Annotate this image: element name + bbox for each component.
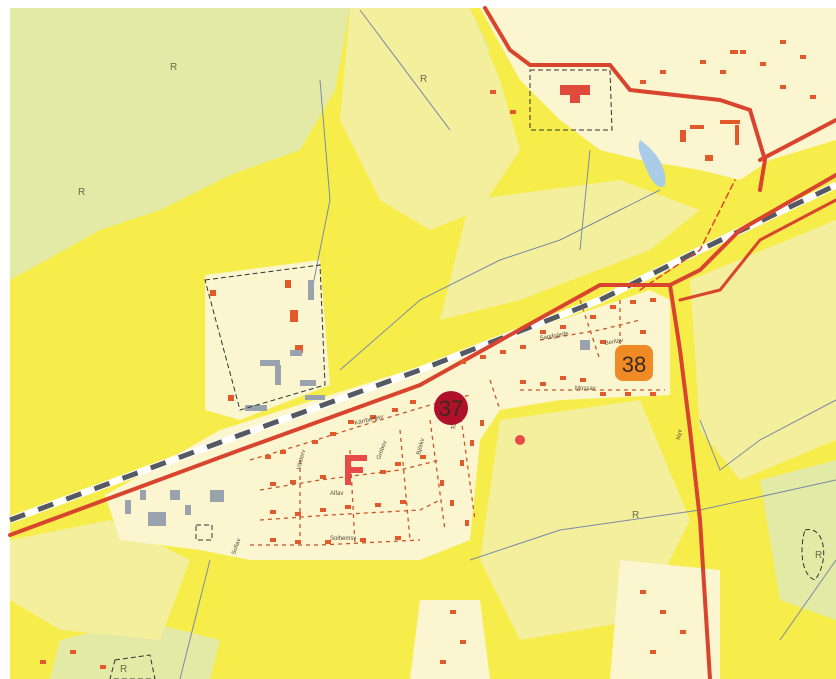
road-planned bbox=[639, 179, 736, 291]
field-patch-north bbox=[340, 8, 520, 230]
road-northeast bbox=[758, 118, 836, 162]
road-connector bbox=[678, 198, 836, 302]
forest-area-northwest bbox=[10, 8, 350, 280]
settlement-southeast bbox=[610, 560, 720, 679]
terrain-symbol: R bbox=[815, 550, 822, 561]
industrial-buildings bbox=[125, 280, 590, 526]
forest-area-southeast bbox=[760, 460, 836, 620]
marker-38[interactable]: 38 bbox=[615, 345, 653, 381]
settlement-main bbox=[105, 290, 670, 560]
street-label: Beritav bbox=[604, 338, 623, 347]
fence-outlines bbox=[109, 69, 825, 679]
pond bbox=[638, 140, 666, 188]
marker-37-circle bbox=[434, 391, 468, 425]
main-roads bbox=[8, 6, 836, 679]
facility-symbol bbox=[515, 435, 525, 445]
street-label: Sandgärde bbox=[539, 331, 570, 342]
field-patch-east bbox=[690, 220, 836, 480]
field-patch-southwest bbox=[10, 520, 190, 640]
street-label: Nyv bbox=[676, 429, 684, 440]
forest-area-south bbox=[50, 620, 220, 679]
school-symbol bbox=[345, 455, 367, 485]
road-east-south bbox=[668, 283, 712, 679]
terrain-symbol: R bbox=[420, 74, 427, 85]
terrain-symbol: R bbox=[170, 62, 177, 73]
road-north bbox=[483, 6, 768, 192]
field-patch-center bbox=[440, 180, 700, 320]
settlement-south bbox=[410, 600, 490, 679]
marker-38-label: 38 bbox=[622, 352, 646, 377]
street-label: Björkv bbox=[416, 438, 426, 456]
street-label: Solhemsv bbox=[330, 536, 356, 542]
street-label: Alfav bbox=[330, 491, 343, 497]
marker-37[interactable]: 37 bbox=[434, 391, 468, 425]
terrain-symbol: R bbox=[78, 187, 85, 198]
street-label: Sofiav bbox=[231, 538, 242, 556]
street-label: Mossav bbox=[575, 386, 596, 392]
street-label: Västerv bbox=[296, 449, 307, 470]
terrain-symbol: R bbox=[120, 664, 127, 675]
houses bbox=[40, 40, 816, 669]
marker-37-label: 37 bbox=[439, 396, 463, 421]
marker-38-area bbox=[615, 345, 653, 381]
terrain-symbol: R bbox=[632, 510, 639, 521]
highway-main bbox=[8, 173, 836, 537]
tracks bbox=[179, 9, 836, 679]
settlement-west bbox=[205, 260, 330, 420]
